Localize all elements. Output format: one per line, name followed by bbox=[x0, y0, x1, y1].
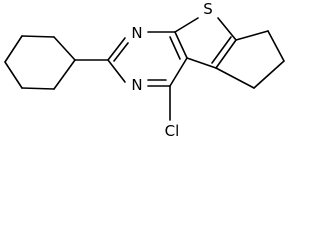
bond-cp3-c3a bbox=[215, 67, 255, 89]
bond-cy2-cy3 bbox=[21, 35, 55, 38]
molecule-structure: N N S Cl bbox=[4, 0, 285, 140]
bond-cy4-cy5 bbox=[4, 61, 23, 89]
atom-label-s: S bbox=[203, 0, 213, 18]
atom-label-cl: Cl bbox=[165, 122, 180, 140]
atom-label-n3: N bbox=[131, 76, 142, 94]
bond-c7a-c4a-double bbox=[169, 36, 181, 60]
atom-label-n1: N bbox=[131, 24, 142, 42]
bond-cp1-cp2 bbox=[267, 30, 285, 62]
bond-cy1-cy2 bbox=[53, 36, 76, 61]
bond-cp2-cp3 bbox=[253, 60, 285, 89]
bond-cy6-cy1 bbox=[53, 59, 76, 90]
bond-c8a-c3a bbox=[215, 39, 237, 69]
cyclopentane-ring bbox=[215, 30, 285, 89]
bond-c8a-c3a-double bbox=[211, 36, 232, 64]
bond-cy5-cy6 bbox=[21, 87, 55, 90]
thiophene-ring bbox=[174, 17, 237, 69]
pyrimidine-ring bbox=[107, 31, 188, 87]
cyclohexyl-ring bbox=[4, 35, 76, 90]
bond-s-c8a bbox=[217, 17, 237, 41]
bond-cy3-cy4 bbox=[4, 35, 23, 63]
bond-c4a-c4 bbox=[169, 57, 188, 87]
bond-c3a-c4a bbox=[186, 57, 217, 69]
bond-c7a-c4a bbox=[174, 31, 188, 59]
bond-c8a-cp1 bbox=[235, 30, 269, 41]
bond-n3-c2 bbox=[107, 59, 126, 83]
bond-c7a-s bbox=[174, 17, 199, 33]
bond-c2-n1 bbox=[107, 37, 126, 61]
bond-c2-n1-double bbox=[113, 42, 129, 62]
